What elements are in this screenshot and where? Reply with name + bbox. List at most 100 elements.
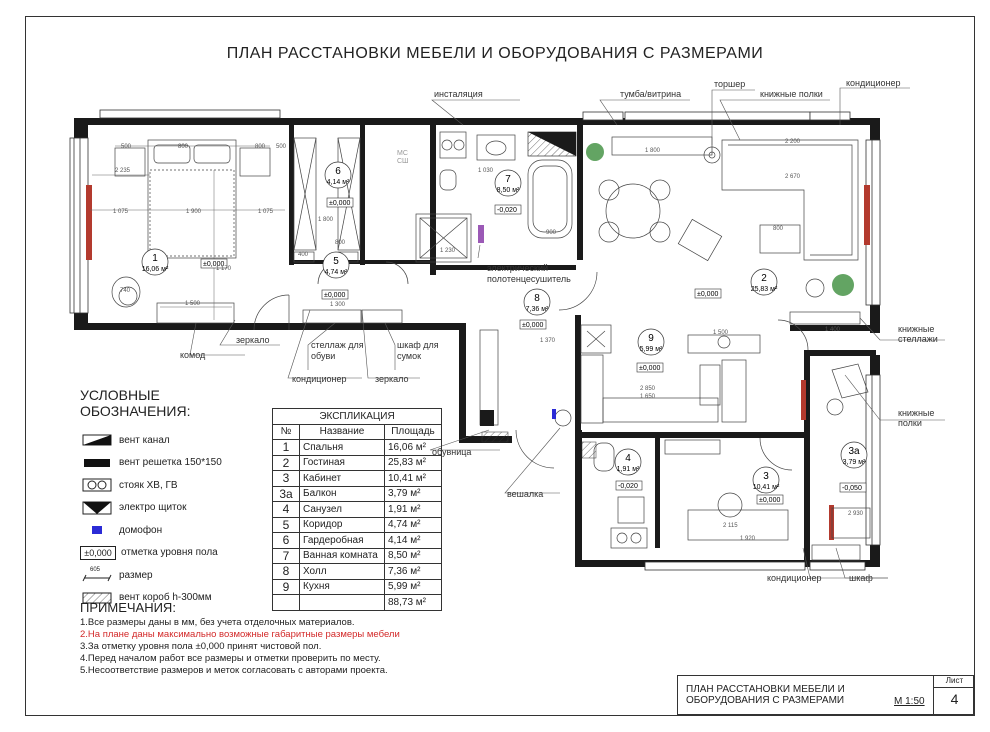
level-mark-study: ±0,000 [759,497,780,504]
title-block-line-1: ПЛАН РАССТАНОВКИ МЕБЕЛИ И [686,684,845,695]
callout-installation: инсталяция [434,89,483,99]
corner-sofa [721,139,859,261]
room-area-6: 4,14 м² [327,179,350,186]
riser-wc [610,527,648,549]
legend: УСЛОВНЫЕ ОБОЗНАЧЕНИЯ: вент канал вент ре… [80,387,270,609]
legend-item: вент решетка 150*150 [80,452,270,475]
room-label-5: 5 4,74 м² [322,251,350,279]
room-number-3: 3 [763,471,769,482]
cooktop [687,334,761,354]
wall-bedroom-right [289,125,294,265]
callout-air-conditioner-top: кондиционер [846,78,900,88]
dim-text: 1 170 [216,266,232,272]
vent-channel-icon [80,432,114,448]
balcony-seat [831,507,871,539]
bedroom-furniture [111,139,290,331]
door-living [777,319,809,351]
room-number-8: 8 [534,293,540,304]
callout-texts: инсталяция тумба/витрина торшер книжные … [180,78,938,583]
room-area-8: 7,36 м² [526,306,549,313]
nightstand-left [114,147,146,177]
row-number: 5 [272,516,300,533]
room-area-2: 25,83 м² [751,286,778,293]
room-label-3a: 3а 3,79 м² [840,441,868,469]
sheet-label: Лист [934,676,975,688]
drawing-frame [25,16,975,716]
kitchen-furniture [479,271,761,469]
row-name: Балкон [299,485,385,502]
room-label-8: 8 7,36 м² [523,288,551,316]
bag-closet [361,309,403,324]
row-area: 1,91 м² [384,501,442,518]
row-number: 8 [272,563,300,580]
row-number: 2 [272,454,300,471]
room-number-7: 7 [505,174,511,185]
wall-balcony-left [804,355,810,565]
row-area: 5,99 м² [384,578,442,595]
row-area: 4,74 м² [384,516,442,533]
radiator-living [864,185,870,245]
note-item: 3.За отметку уровня пола ±0,000 принят ч… [80,641,322,652]
column-header: № [272,423,300,440]
room-number-5: 5 [333,256,339,267]
row-number: 3а [272,485,300,502]
table-total-row: 88,73 м² [272,594,442,611]
fridge [580,324,612,354]
room-label-6: 6 4,14 м² [324,161,352,189]
wall-bath4-right [655,438,660,548]
dim-text: 2 200 [785,139,801,145]
closet-left [293,137,317,251]
row-name: Санузел [299,501,385,518]
legend-label: размер [119,569,153,581]
radiator-bedroom [86,185,92,260]
wall-bath-left [575,430,582,567]
intercom-icon [80,522,114,538]
callout-dresser: комод [180,350,206,360]
row-number: 4 [272,501,300,518]
legend-label: домофон [119,524,163,536]
room-label-4: 4 1,91 м² [614,448,642,476]
ms-label: МС [397,150,408,157]
row-name: Кабинет [299,470,385,487]
dim-text: 1 800 [645,148,661,154]
vent-duct-bath [528,132,576,156]
dimension-texts: 500 800 1 900 800 500 2 235 1 075 1 075 … [113,139,864,542]
title-block-text: ПЛАН РАССТАНОВКИ МЕБЕЛИ И ОБОРУДОВАНИЯ С… [686,684,845,706]
dim-text: 1 370 [540,338,556,344]
armchair-living [677,218,723,262]
level-marks: ±0,000 ±0,000 ±0,000 ±0,000 -0,020 ±0,00… [200,197,867,505]
room-number-2: 2 [761,273,767,284]
wall-corridor-top [294,260,434,264]
pouf [805,278,825,298]
row-name: Спальня [299,439,385,456]
dim-text: 1 230 [440,248,456,254]
callout-bag-closet-1: шкаф для [397,340,439,350]
callout-towel-dryer-2: полотенцесушитель [487,274,571,284]
callout-shoe-rack-1: стеллаж для [311,340,364,350]
towel-dryer-mark [478,225,484,243]
toilet-wc [593,442,615,472]
legend-item: ±0,000 отметка уровня пола [80,542,270,565]
intercom [552,409,556,419]
callout-bag-closet-2: сумок [397,351,421,361]
legend-label: отметка уровня пола [121,547,218,559]
wall-bedroom-bottom [74,323,289,330]
water-riser-icon [80,477,114,493]
callout-air-conditioner-hall: кондиционер [292,374,346,384]
level-mark-balcony: -0,050 [842,485,862,492]
dim-text: 1 030 [478,168,494,174]
total-area: 88,73 м² [384,594,442,611]
callout-mirror-hall: зеркало [375,374,409,384]
level-mark-bath: -0,020 [497,207,517,214]
kitchen-counter-left [580,354,604,424]
room-label-9: 9 5,99 м² [637,328,665,356]
balcony-stool [826,398,844,416]
dim-text: 2 115 [723,523,738,529]
hanger [554,409,572,427]
dimension-icon: 605 [80,567,114,583]
